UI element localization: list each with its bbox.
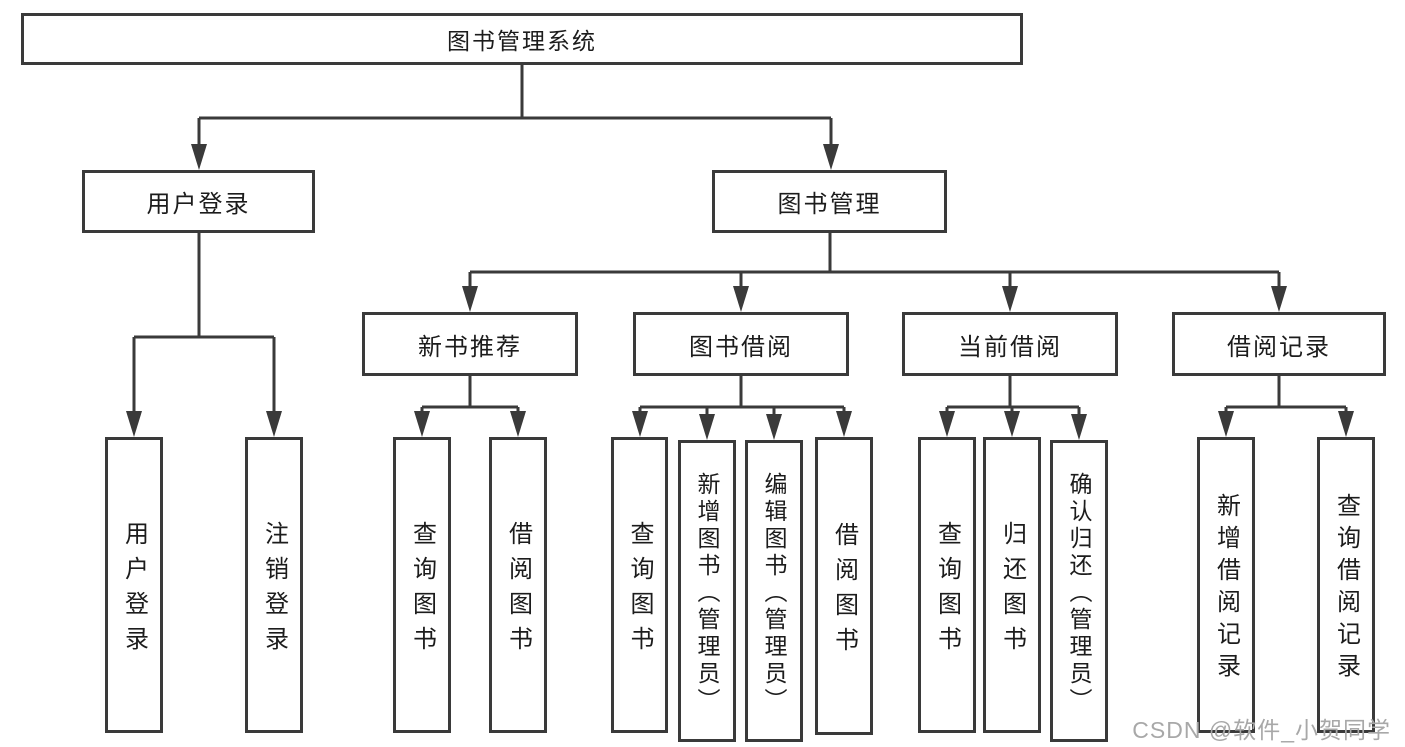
leaf-edit-books-admin-label: 编辑图书（管理员） (761, 471, 787, 715)
node-current-borrow: 当前借阅 (902, 312, 1118, 376)
leaf-logout-label: 注销登录 (260, 520, 288, 661)
node-book-management: 图书管理 (712, 170, 947, 233)
node-new-book-recommend: 新书推荐 (362, 312, 578, 376)
leaf-borrow-query-books-label: 查询图书 (626, 520, 653, 661)
node-new-book-recommend-label: 新书推荐 (418, 333, 522, 361)
leaf-user-login-label: 用户登录 (120, 520, 148, 661)
node-root-label: 图书管理系统 (447, 28, 597, 54)
leaf-query-borrow-record: 查询借阅记录 (1317, 437, 1375, 733)
leaf-newbooks-query-books: 查询图书 (393, 437, 451, 733)
leaf-add-borrow-record-label: 新增借阅记录 (1212, 493, 1240, 685)
leaf-newbooks-borrow-books: 借阅图书 (489, 437, 547, 733)
leaf-query-borrow-record-label: 查询借阅记录 (1332, 493, 1360, 685)
leaf-confirm-return-admin: 确认归还（管理员） (1050, 440, 1108, 742)
node-borrow-records-label: 借阅记录 (1227, 333, 1331, 361)
leaf-current-query-books: 查询图书 (918, 437, 976, 733)
node-book-borrow-label: 图书借阅 (689, 333, 793, 361)
node-user-login-label: 用户登录 (146, 191, 251, 218)
leaf-add-books-admin: 新增图书（管理员） (678, 440, 736, 742)
leaf-return-books-label: 归还图书 (998, 520, 1026, 661)
leaf-add-borrow-record: 新增借阅记录 (1197, 437, 1255, 733)
leaf-current-query-books-label: 查询图书 (933, 520, 961, 661)
leaf-borrow-borrow-books: 借阅图书 (815, 437, 873, 735)
node-book-borrow: 图书借阅 (633, 312, 849, 376)
node-current-borrow-label: 当前借阅 (958, 333, 1062, 361)
leaf-borrow-borrow-books-label: 借阅图书 (830, 521, 858, 662)
node-root: 图书管理系统 (21, 13, 1023, 65)
csdn-watermark: CSDN @软件_小贺同学 (1132, 717, 1391, 743)
leaf-newbooks-borrow-books-label: 借阅图书 (504, 520, 532, 661)
leaf-edit-books-admin: 编辑图书（管理员） (745, 440, 803, 742)
leaf-logout: 注销登录 (245, 437, 303, 733)
leaf-user-login: 用户登录 (105, 437, 163, 733)
node-borrow-records: 借阅记录 (1172, 312, 1386, 376)
node-user-login: 用户登录 (82, 170, 315, 233)
leaf-newbooks-query-books-label: 查询图书 (408, 520, 436, 661)
leaf-return-books: 归还图书 (983, 437, 1041, 733)
leaf-borrow-query-books: 查询图书 (611, 437, 668, 733)
leaf-add-books-admin-label: 新增图书（管理员） (694, 471, 720, 715)
node-book-management-label: 图书管理 (777, 191, 882, 218)
leaf-confirm-return-admin-label: 确认归还（管理员） (1066, 471, 1092, 715)
